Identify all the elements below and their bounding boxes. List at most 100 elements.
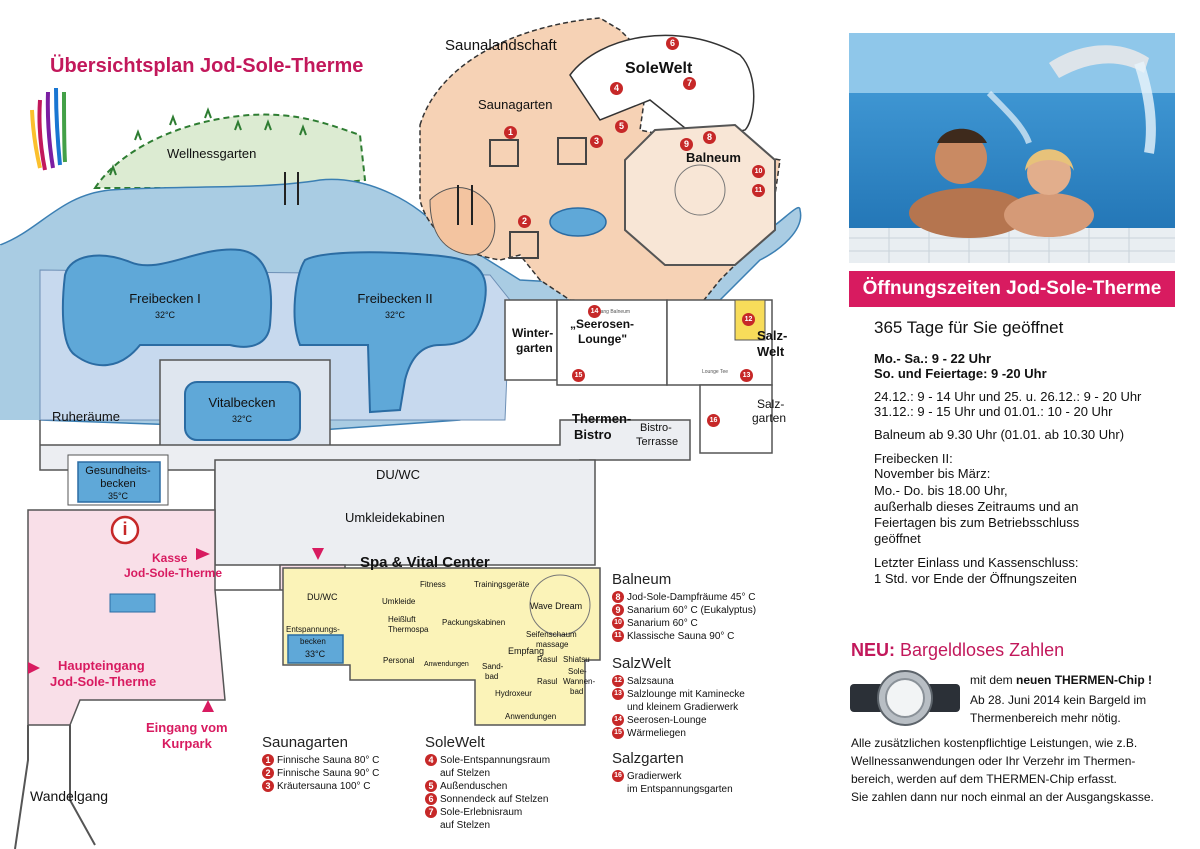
balneum-building: [624, 123, 776, 266]
cashless-neu: NEU:: [851, 640, 895, 660]
label-freibecken-1: Freibecken I: [129, 291, 201, 306]
label-vitalbecken-temp: 32°C: [231, 414, 253, 424]
grass-decor: [109, 107, 307, 176]
label-salzgarten-1: Salz-: [757, 397, 785, 411]
label-kasse-2: Jod-Sole-Therme: [124, 566, 223, 580]
label-rasul-2: Rasul: [537, 677, 558, 686]
marker-13: 13: [740, 369, 753, 382]
marker-14: 14: [588, 305, 601, 318]
balneum-center: [674, 164, 726, 216]
page-title: Übersichtsplan Jod-Sole-Therme: [50, 55, 364, 77]
legend-number: 6: [425, 793, 437, 806]
legend-item-cont: auf Stelzen: [440, 768, 491, 779]
label-thermenbistro-2: Bistro: [574, 427, 612, 442]
marker-11: 11: [752, 184, 765, 197]
label-wellnessgarten: Wellnessgarten: [167, 146, 257, 161]
legend-item-cont: auf Stelzen: [440, 820, 491, 831]
label-anwendungen-small: Anwendungen: [424, 661, 469, 668]
legend-text: Sonnendeck auf Stelzen: [440, 794, 549, 805]
legend-text: Sole-Entspannungsraum: [440, 755, 551, 766]
label-salzgarten-2: garten: [752, 411, 787, 425]
wandelgang-corridor: [69, 725, 96, 846]
label-haupteingang-1: Haupteingang: [58, 658, 145, 673]
legend-text: Finnische Sauna 90° C: [277, 768, 380, 779]
label-sandbad-1: Sand-: [482, 662, 504, 671]
marker-2: 2: [518, 215, 531, 228]
site-map: [0, 17, 802, 849]
label-fitness: Fitness: [420, 580, 446, 589]
label-bistroterrasse-1: Bistro-: [640, 422, 672, 434]
hours-headline: 365 Tage für Sie geöffnet: [874, 318, 1064, 337]
label-balneum: Balneum: [686, 150, 741, 165]
label-entspannungsbecken-temp: 33°C: [305, 649, 326, 659]
hours-fb-4: außerhalb dieses Zeitraums und an: [874, 499, 1079, 514]
legend-text: Salzlounge mit Kaminecke: [627, 689, 745, 700]
label-solewannenbad-1: Sole-: [568, 667, 587, 676]
label-heissluft-2: Thermospa: [388, 625, 429, 634]
cashless-title: NEU: Bargeldloses Zahlen: [851, 640, 1064, 661]
legend-number: 5: [425, 780, 437, 793]
freibecken-2-pool: [293, 251, 487, 414]
hours-fb-6: geöffnet: [874, 531, 921, 546]
legend-solewelt-title: SoleWelt: [425, 734, 485, 751]
promo-photo: [849, 33, 1175, 263]
legend-number: 10: [612, 617, 624, 630]
saunagarten-blob: [429, 187, 496, 256]
legend-number: 2: [262, 767, 274, 780]
hours-line-4: 31.12.: 9 - 15 Uhr und 01.01.: 10 - 20 U…: [874, 404, 1113, 419]
label-seifenschaum-2: massage: [536, 640, 569, 649]
label-hydroxeur: Hydroxeur: [495, 689, 532, 698]
gesundheitsbecken-pool: [77, 461, 161, 503]
legend-number: 1: [262, 754, 274, 767]
hours-line-2: So. und Feiertage: 9 -20 Uhr: [874, 366, 1047, 381]
label-anwendungen: Anwendungen: [505, 712, 557, 721]
label-empfang: Empfang: [508, 646, 545, 656]
label-lounge-small: Lounge Tee: [702, 369, 729, 375]
label-vitalbecken: Vitalbecken: [208, 395, 276, 410]
label-freibecken-1-temp: 32°C: [154, 310, 176, 320]
marker-5: 5: [615, 120, 628, 133]
label-freibecken-2-temp: 32°C: [384, 310, 406, 320]
hours-fb-3: Mo.- Do. bis 18.00 Uhr,: [874, 483, 1008, 498]
label-wandelgang: Wandelgang: [30, 788, 109, 804]
cashless-para-1: Alle zusätzlichen kostenpflichtige Leist…: [851, 736, 1138, 750]
label-gesundheitsbecken-temp: 35°C: [107, 491, 129, 501]
marker-9: 9: [680, 138, 693, 151]
label-seifenschaum-1: Seifenschaum: [526, 630, 577, 639]
label-eingang-kurpark-1: Eingang vom: [146, 720, 228, 735]
label-seerosen-2: Lounge": [578, 332, 628, 346]
marker-16: 16: [707, 414, 720, 427]
marker-6: 6: [666, 37, 679, 50]
marker-7: 7: [683, 77, 696, 90]
wave-dream-circle: [529, 574, 591, 636]
marker-8: 8: [703, 131, 716, 144]
legend-number: 13: [612, 688, 624, 701]
marker-10: 10: [752, 165, 765, 178]
marker-15: 15: [572, 369, 585, 382]
label-duwc: DU/WC: [376, 467, 421, 482]
label-spa: Spa & Vital Center: [360, 554, 490, 571]
sauna-3-cabin: [557, 137, 587, 165]
label-umkleidekabinen: Umkleidekabinen: [345, 510, 445, 525]
wellnessgarten-area: [93, 113, 367, 192]
legend-salzgarten-title: Salzgarten: [612, 750, 684, 767]
legend-text: Seerosen-Lounge: [627, 715, 707, 726]
label-rasul-1: Rasul: [537, 655, 558, 664]
legend-text: Sole-Erlebnisraum: [440, 807, 523, 818]
hours-fb-1: Freibecken II:: [874, 451, 953, 466]
label-wintergarten-1: Winter-: [512, 326, 554, 340]
label-bistroterrasse-2: Terrasse: [636, 436, 679, 448]
label-thermenbistro-1: Thermen-: [572, 411, 632, 426]
marker-4: 4: [610, 82, 623, 95]
label-freibecken-2: Freibecken II: [357, 291, 433, 306]
legend-number: 7: [425, 806, 437, 819]
legend-text: Kräutersauna 100° C: [277, 781, 371, 792]
